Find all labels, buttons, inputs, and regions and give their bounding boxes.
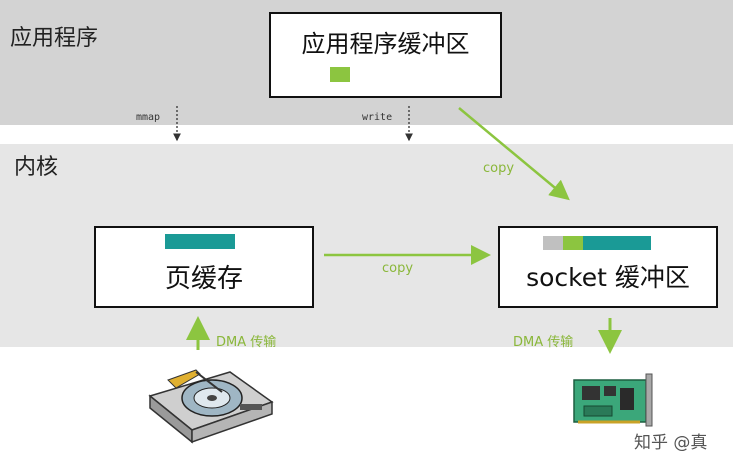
page-cache-label: 页缓存 <box>164 264 243 294</box>
copy-arrow-app-to-socket <box>458 107 570 201</box>
copy-label-page-to-socket: copy <box>382 261 414 276</box>
app-buffer-label: 应用程序缓冲区 <box>301 30 470 58</box>
app-buffer-box: 应用程序缓冲区 <box>269 12 502 98</box>
dma-label-disk: DMA 传输 <box>216 335 277 350</box>
socket-buffer-teal-block <box>583 236 651 250</box>
app-buffer-data-block <box>330 67 350 82</box>
network-card-icon <box>573 373 653 427</box>
page-cache-data-block <box>165 234 235 249</box>
kernel-space-label: 内核 <box>14 155 59 180</box>
hard-disk-icon <box>148 369 274 444</box>
copy-label-app-to-socket: copy <box>483 161 515 176</box>
socket-buffer-gray-block <box>543 236 563 250</box>
dma-label-nic: DMA 传输 <box>513 335 574 350</box>
socket-buffer-box: socket 缓冲区 <box>498 226 718 308</box>
mmap-label: mmap <box>136 112 161 123</box>
watermark: 知乎 @真 <box>634 433 708 453</box>
socket-buffer-green-block <box>563 236 583 250</box>
write-label: write <box>362 112 393 123</box>
socket-buffer-label: socket 缓冲区 <box>526 263 690 292</box>
user-space-label: 应用程序 <box>10 26 99 51</box>
